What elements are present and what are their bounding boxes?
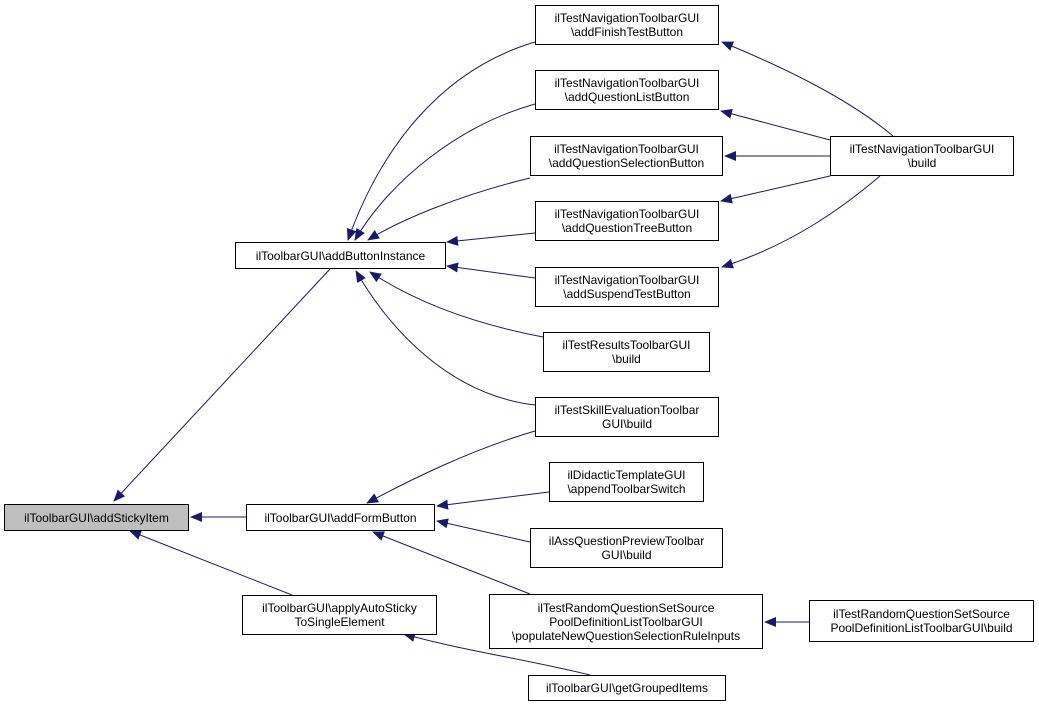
edge-grouped-items-to-apply-auto-sticky	[403, 632, 591, 676]
edge-add-button-instance-to-add-sticky-item	[113, 268, 331, 502]
edge-nav-build-to-suspend-test	[721, 175, 881, 269]
node-label-line: \build	[612, 352, 641, 366]
node-label-line: \populateNewQuestionSelectionRuleInputs	[511, 628, 741, 643]
edge-nav-build-to-question-tree	[720, 175, 831, 204]
node-label-line: ilTestRandomQuestionSetSource	[833, 607, 1010, 621]
node-label-line: \addQuestionTreeButton	[561, 221, 693, 235]
node-random-question-populate-rule-inputs[interactable]: ilTestRandomQuestionSetSource PoolDefini…	[489, 594, 763, 649]
node-label-line: \addQuestionListButton	[564, 90, 690, 104]
node-navigation-toolbar-build[interactable]: ilTestNavigationToolbarGUI \build	[830, 136, 1014, 176]
edge-question-tree-to-add-button-instance	[446, 232, 536, 246]
edge-skill-eval-build-to-add-form-button	[366, 430, 536, 504]
edge-apply-auto-sticky-to-add-sticky-item	[129, 530, 293, 596]
edge-skill-eval-build-to-add-button-instance	[355, 270, 536, 406]
node-label-line: ilToolbarGUI\getGroupedItems	[545, 681, 709, 695]
node-add-form-button[interactable]: ilToolbarGUI\addFormButton	[246, 504, 435, 531]
node-label-line: GUI\build	[601, 417, 653, 431]
node-label-line: ilTestNavigationToolbarGUI	[554, 76, 700, 90]
node-random-question-pool-definition-build[interactable]: ilTestRandomQuestionSetSource PoolDefini…	[809, 600, 1034, 642]
edge-random-populate-to-add-form-button	[372, 531, 531, 595]
node-label-line: PoolDefinitionListToolbarGUI	[549, 614, 703, 629]
node-label-line: ToSingleElement	[294, 615, 385, 629]
node-apply-auto-sticky[interactable]: ilToolbarGUI\applyAutoSticky ToSingleEle…	[242, 595, 437, 635]
node-results-toolbar-build[interactable]: ilTestResultsToolbarGUI \build	[543, 332, 710, 372]
edge-finish-test-to-add-button-instance	[346, 41, 536, 241]
edge-ass-preview-to-add-form-button	[436, 518, 531, 543]
node-label-line: PoolDefinitionListToolbarGUI\build	[830, 621, 1013, 635]
node-label-line: ilDidacticTemplateGUI	[567, 468, 686, 482]
node-label-line: ilAssQuestionPreviewToolbar	[548, 534, 705, 548]
node-label-line: ilTestNavigationToolbarGUI	[554, 142, 699, 156]
node-label-line: ilToolbarGUI\addStickyItem	[24, 510, 169, 525]
node-label-line: GUI\build	[601, 548, 652, 562]
edge-suspend-test-to-add-button-instance	[446, 262, 536, 279]
edge-question-list-to-add-button-instance	[354, 103, 536, 241]
node-label-line: ilTestNavigationToolbarGUI	[554, 11, 700, 25]
edge-nav-build-to-question-list	[720, 108, 831, 141]
node-add-finish-test-button[interactable]: ilTestNavigationToolbarGUI \addFinishTes…	[535, 5, 719, 45]
edge-results-build-to-add-button-instance	[369, 271, 544, 338]
node-label-line: \appendToolbarSwitch	[567, 482, 686, 496]
node-label-line: ilTestNavigationToolbarGUI	[554, 207, 700, 221]
node-add-question-list-button[interactable]: ilTestNavigationToolbarGUI \addQuestionL…	[535, 70, 719, 110]
node-add-question-selection-button[interactable]: ilTestNavigationToolbarGUI \addQuestionS…	[530, 136, 723, 176]
edge-nav-build-to-finish-test	[721, 41, 894, 137]
node-skill-evaluation-toolbar-build[interactable]: ilTestSkillEvaluationToolbar GUI\build	[535, 397, 719, 437]
node-add-suspend-test-button[interactable]: ilTestNavigationToolbarGUI \addSuspendTe…	[535, 267, 719, 307]
node-label-line: \build	[907, 156, 937, 170]
node-add-button-instance[interactable]: ilToolbarGUI\addButtonInstance	[235, 242, 446, 269]
node-label-line: ilTestRandomQuestionSetSource	[537, 600, 715, 615]
node-label-line: ilToolbarGUI\applyAutoSticky	[262, 601, 417, 615]
node-label-line: \addSuspendTestButton	[563, 287, 691, 301]
node-label-line: ilToolbarGUI\addFormButton	[264, 510, 417, 525]
node-label-line: ilTestNavigationToolbarGUI	[554, 273, 700, 287]
node-add-question-tree-button[interactable]: ilTestNavigationToolbarGUI \addQuestionT…	[535, 201, 719, 241]
node-label-line: \addQuestionSelectionButton	[548, 156, 705, 170]
node-get-grouped-items[interactable]: ilToolbarGUI\getGroupedItems	[528, 675, 726, 701]
edge-question-selection-to-add-button-instance	[367, 177, 531, 241]
node-label-line: ilTestSkillEvaluationToolbar	[554, 403, 700, 417]
node-label-line: ilTestResultsToolbarGUI	[562, 338, 691, 352]
node-label-line: \addFinishTestButton	[570, 25, 684, 39]
node-didactic-template-append-toolbar-switch[interactable]: ilDidacticTemplateGUI \appendToolbarSwit…	[549, 462, 704, 502]
node-label-line: ilToolbarGUI\addButtonInstance	[255, 248, 426, 263]
node-add-sticky-item[interactable]: ilToolbarGUI\addStickyItem	[4, 504, 189, 531]
node-label-line: ilTestNavigationToolbarGUI	[849, 142, 995, 156]
node-ass-question-preview-toolbar-build[interactable]: ilAssQuestionPreviewToolbar GUI\build	[530, 528, 723, 568]
edge-didactic-to-add-form-button	[436, 491, 550, 510]
